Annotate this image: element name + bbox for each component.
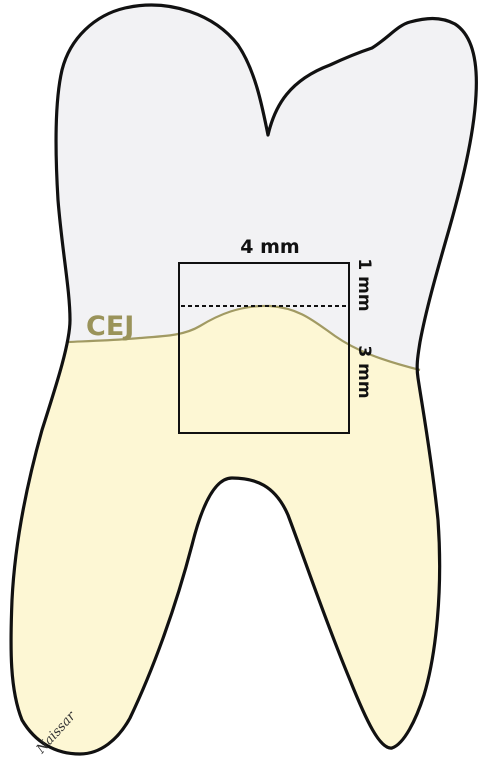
top-height-label: 1 mm [354,258,374,311]
cej-label: CEJ [86,311,134,342]
width-label: 4 mm [240,236,299,258]
bottom-height-label: 3 mm [354,345,374,398]
